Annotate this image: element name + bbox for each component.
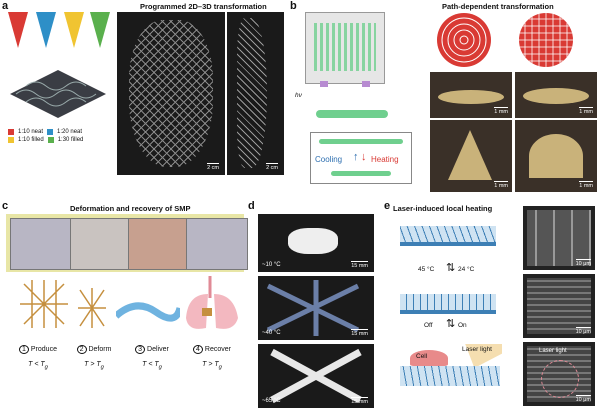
panel-e-label: e — [384, 200, 391, 212]
cooling-arrow-icon: ↑ — [353, 151, 359, 163]
photo-b-disc-right: 1 mm — [515, 72, 597, 118]
cooling-label: Cooling — [315, 155, 343, 164]
filament-zoom-box: Cooling ↑ ↓ Heating — [310, 132, 412, 184]
lattice-sheet — [10, 70, 106, 118]
panel-b-label: b — [290, 0, 297, 12]
step-2-label: Deform — [88, 346, 112, 353]
panel-c-label: c — [2, 200, 9, 212]
step-3-cond: T < T — [142, 361, 159, 368]
scale-d-1: 15 mm — [351, 261, 368, 269]
heating-label: Heating — [371, 155, 399, 164]
printhead-diagram — [305, 12, 385, 87]
scale-e-3: 10 μm — [575, 395, 592, 403]
step-2-cond: T > T — [84, 361, 101, 368]
nozzle-blue — [36, 12, 56, 48]
nozzle-icons — [8, 12, 110, 48]
legend-1-30-filled: 1:30 filled — [57, 137, 84, 143]
heating-arrow-icon: ↓ — [361, 151, 367, 163]
temp-e-24: 24 °C — [458, 266, 475, 273]
step-4-number: 4 — [193, 345, 203, 354]
scale-d-2: 15 mm — [351, 329, 368, 337]
sem-image-3: Laser light 10 μm — [523, 342, 595, 406]
surface-cell: Cell Laser light — [400, 340, 506, 390]
cube-produce — [10, 218, 72, 270]
surface-tilted — [400, 226, 496, 246]
scale-e-2: 10 μm — [575, 327, 592, 335]
lattice-deform — [78, 288, 106, 328]
cube-recover — [186, 218, 248, 270]
laser-toggle-arrow-icon: ⇅ — [446, 318, 456, 330]
temp-d-2: ~40 °C — [262, 330, 281, 337]
legend-1-20-neat: 1:20 neat — [57, 129, 83, 135]
legend-1-10-neat: 1:10 neat — [18, 129, 44, 135]
photo-a-lattice-face: 2 cm — [117, 12, 225, 175]
panel-d-label: d — [248, 200, 255, 212]
step-recover: 4 Recover T > Tg — [182, 345, 242, 370]
hv-label: hν — [295, 92, 302, 99]
catheter-deliver — [116, 302, 180, 322]
off-label: Off — [424, 322, 433, 329]
grid-pattern-right — [519, 13, 573, 67]
photo-b-fold-right: 1 mm — [515, 120, 597, 192]
step-1-label: Produce — [30, 346, 57, 353]
step-4-cond: T > T — [202, 361, 219, 368]
panel-a-title: Programmed 2D–3D transformation — [140, 2, 267, 11]
step-3-label: Deliver — [147, 346, 169, 353]
printed-filament — [316, 110, 388, 118]
scale-d-3: 15 mm — [351, 397, 368, 405]
panel-a-label: a — [2, 0, 9, 12]
photo-d-10c: ~10 °C 15 mm — [258, 214, 374, 272]
photo-b-cone-left: 1 mm — [430, 120, 512, 192]
nozzle-yellow — [64, 12, 84, 48]
photo-d-65c: ~65 °C 15 mm — [258, 344, 374, 408]
nozzle-red — [8, 12, 28, 48]
legend-1-10-filled: 1:10 filled — [18, 137, 44, 143]
temp-d-1: ~10 °C — [262, 262, 281, 269]
panel-b-title: Path-dependent transformation — [442, 2, 554, 11]
step-produce: 1 Produce T < Tg — [10, 345, 66, 370]
photo-a-lattice-profile: 2 cm — [227, 12, 284, 175]
laser-label: Laser light — [462, 346, 492, 353]
step-4-label: Recover — [204, 346, 231, 353]
scale-e-1: 10 μm — [575, 259, 592, 267]
step-1-cond: T < T — [28, 361, 45, 368]
scale-b-3: 1 mm — [494, 181, 508, 189]
scale-a-2: 2 cm — [266, 163, 278, 171]
scale-b-4: 1 mm — [579, 181, 593, 189]
laser-label-sem: Laser light — [539, 348, 567, 354]
temp-e-45: 45 °C — [418, 266, 435, 273]
surface-upright — [400, 294, 496, 314]
step-deform: 2 Deform T > Tg — [66, 345, 122, 370]
cube-deform — [70, 218, 132, 270]
step-1-number: 1 — [19, 345, 29, 354]
panel-e-title: Laser-induced local heating — [393, 204, 493, 213]
step-2-number: 2 — [76, 345, 87, 354]
nozzle-green — [90, 12, 110, 48]
cell-label: Cell — [416, 353, 428, 360]
panel-c-title: Deformation and recovery of SMP — [70, 204, 191, 213]
circular-pattern-left — [437, 13, 491, 67]
cube-deliver — [128, 218, 190, 270]
temp-toggle-arrow-icon: ⇅ — [446, 262, 456, 274]
photo-d-40c: ~40 °C 15 mm — [258, 276, 374, 340]
lungs-recover — [186, 276, 238, 329]
ratio-legend: 1:10 neat 1:20 neat 1:10 filled 1:30 fil… — [8, 128, 112, 144]
temp-d-3: ~65 °C — [262, 398, 281, 405]
sem-image-2: 10 μm — [523, 274, 595, 338]
scale-a-1: 2 cm — [207, 163, 219, 171]
step-deliver: 3 Deliver T < Tg — [124, 345, 180, 370]
step-3-number: 3 — [135, 345, 146, 354]
photo-b-disc-left: 1 mm — [430, 72, 512, 118]
on-label: On — [458, 322, 467, 329]
sem-image-1: 10 μm — [523, 206, 595, 270]
lattice-produce — [20, 280, 68, 328]
scale-b-2: 1 mm — [579, 107, 593, 115]
scale-b-1: 1 mm — [494, 107, 508, 115]
